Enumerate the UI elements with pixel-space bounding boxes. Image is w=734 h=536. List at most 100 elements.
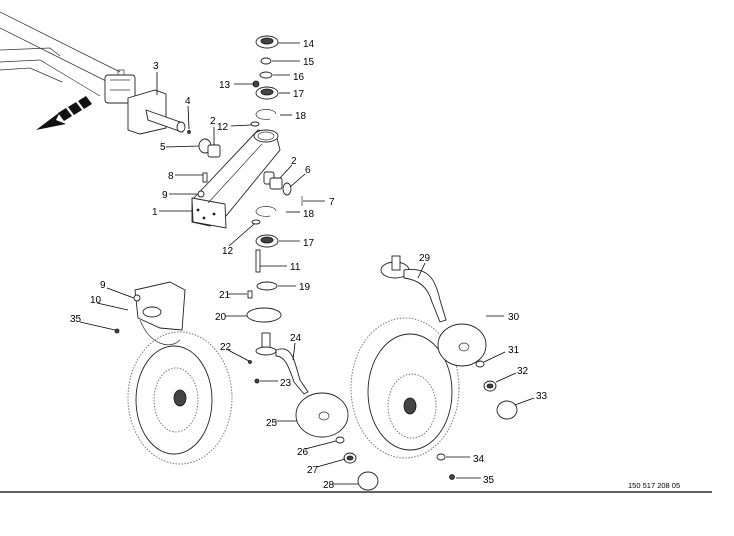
washer-part	[251, 219, 261, 225]
callout-label-16: 16	[293, 72, 305, 83]
bolt-part	[202, 172, 208, 183]
callout-leader-line	[514, 397, 535, 406]
callout-label-21: 21	[219, 290, 231, 301]
left-wheel	[127, 331, 233, 465]
callout-label-31: 31	[508, 345, 520, 356]
axle-beam-part	[191, 129, 281, 229]
callout-label-9: 9	[100, 280, 106, 291]
callout-leader-line	[187, 105, 190, 130]
callout-label-3: 3	[153, 61, 159, 72]
callout-leader-line	[495, 372, 517, 383]
pin-part	[187, 130, 191, 134]
grease-nipple-part	[248, 360, 252, 364]
nut-part	[197, 190, 205, 198]
callout-leader-line	[96, 302, 129, 311]
circlip-part	[255, 109, 277, 120]
bolt-part	[247, 290, 253, 299]
right-wheel	[350, 317, 460, 459]
bushing-part	[269, 177, 283, 190]
callout-label-25: 25	[266, 418, 278, 429]
ring-part	[259, 71, 273, 79]
callout-label-1: 1	[152, 207, 158, 218]
dust-cap-part	[496, 400, 518, 420]
bearing-part	[255, 234, 279, 248]
seal-part	[343, 452, 357, 464]
callout-label-2: 2	[210, 116, 216, 127]
washer-part	[256, 281, 278, 291]
callout-leader-line	[228, 223, 255, 247]
callout-leader-line	[106, 287, 135, 299]
callout-label-22: 22	[220, 342, 232, 353]
plate-part	[246, 307, 282, 323]
callout-label-9: 9	[162, 190, 168, 201]
seal-part	[483, 380, 497, 392]
hub-cap-part	[295, 392, 349, 438]
callout-label-10: 10	[90, 295, 102, 306]
callout-label-20: 20	[215, 312, 227, 323]
washer-part	[436, 453, 446, 461]
hub-cap-part	[437, 323, 487, 367]
bushing-part	[207, 144, 221, 158]
callout-leader-line	[230, 124, 252, 127]
callout-label-35: 35	[70, 314, 82, 325]
callout-label-6: 6	[305, 165, 311, 176]
direction-arrow-icon	[36, 96, 92, 130]
callout-leader-line	[227, 349, 250, 362]
callout-label-4: 4	[185, 96, 191, 107]
nut-part	[133, 294, 141, 302]
drawing-number: 150 517 208 05	[628, 481, 681, 490]
callout-leader-line	[79, 321, 116, 331]
callout-label-14: 14	[303, 39, 315, 50]
callout-label-17: 17	[303, 238, 315, 249]
callout-leader-line	[304, 440, 337, 450]
callout-label-27: 27	[307, 465, 319, 476]
callout-label-8: 8	[168, 171, 174, 182]
bolt-part	[255, 249, 261, 273]
ring-part	[282, 182, 292, 196]
dust-cap-part	[357, 471, 379, 491]
callout-label-33: 33	[536, 391, 548, 402]
callout-label-29: 29	[419, 253, 431, 264]
callout-label-7: 7	[329, 197, 335, 208]
nut-part	[449, 474, 455, 480]
callout-label-32: 32	[517, 366, 529, 377]
o-ring-part	[335, 436, 345, 444]
callout-leader-line	[316, 458, 346, 468]
callout-label-18: 18	[303, 209, 315, 220]
flange-shaft-part	[127, 89, 186, 135]
bearing-part	[255, 86, 279, 100]
left-pivot-bracket	[134, 281, 186, 346]
callout-label-23: 23	[280, 378, 292, 389]
callout-label-15: 15	[303, 57, 315, 68]
callout-leader-line	[289, 173, 306, 188]
o-ring-part	[475, 360, 485, 368]
callout-leader-line	[279, 164, 293, 179]
callout-label-5: 5	[160, 142, 166, 153]
grease-nipple-part	[114, 328, 120, 334]
callout-label-12: 12	[222, 246, 234, 257]
callout-label-18: 18	[295, 111, 307, 122]
callout-label-11: 11	[290, 262, 301, 273]
callout-label-28: 28	[323, 480, 335, 491]
callout-label-24: 24	[290, 333, 302, 344]
callout-label-17: 17	[293, 89, 305, 100]
circlip-part	[255, 206, 277, 217]
tractor-frame	[0, 11, 136, 104]
ring-part	[260, 57, 272, 65]
callout-label-34: 34	[473, 454, 485, 465]
callout-label-35: 35	[483, 475, 495, 486]
spindle-part	[255, 332, 309, 395]
spindle-part	[380, 255, 447, 323]
callout-label-2: 2	[291, 156, 297, 167]
bearing-part	[255, 35, 279, 49]
callout-label-12: 12	[217, 122, 229, 133]
callout-leader-line	[417, 262, 426, 279]
callout-leader-line	[165, 145, 200, 148]
callout-leader-line	[292, 342, 296, 361]
callout-label-30: 30	[508, 312, 520, 323]
callout-label-13: 13	[219, 80, 231, 91]
callout-leader-line	[483, 351, 506, 363]
callout-label-26: 26	[297, 447, 309, 458]
